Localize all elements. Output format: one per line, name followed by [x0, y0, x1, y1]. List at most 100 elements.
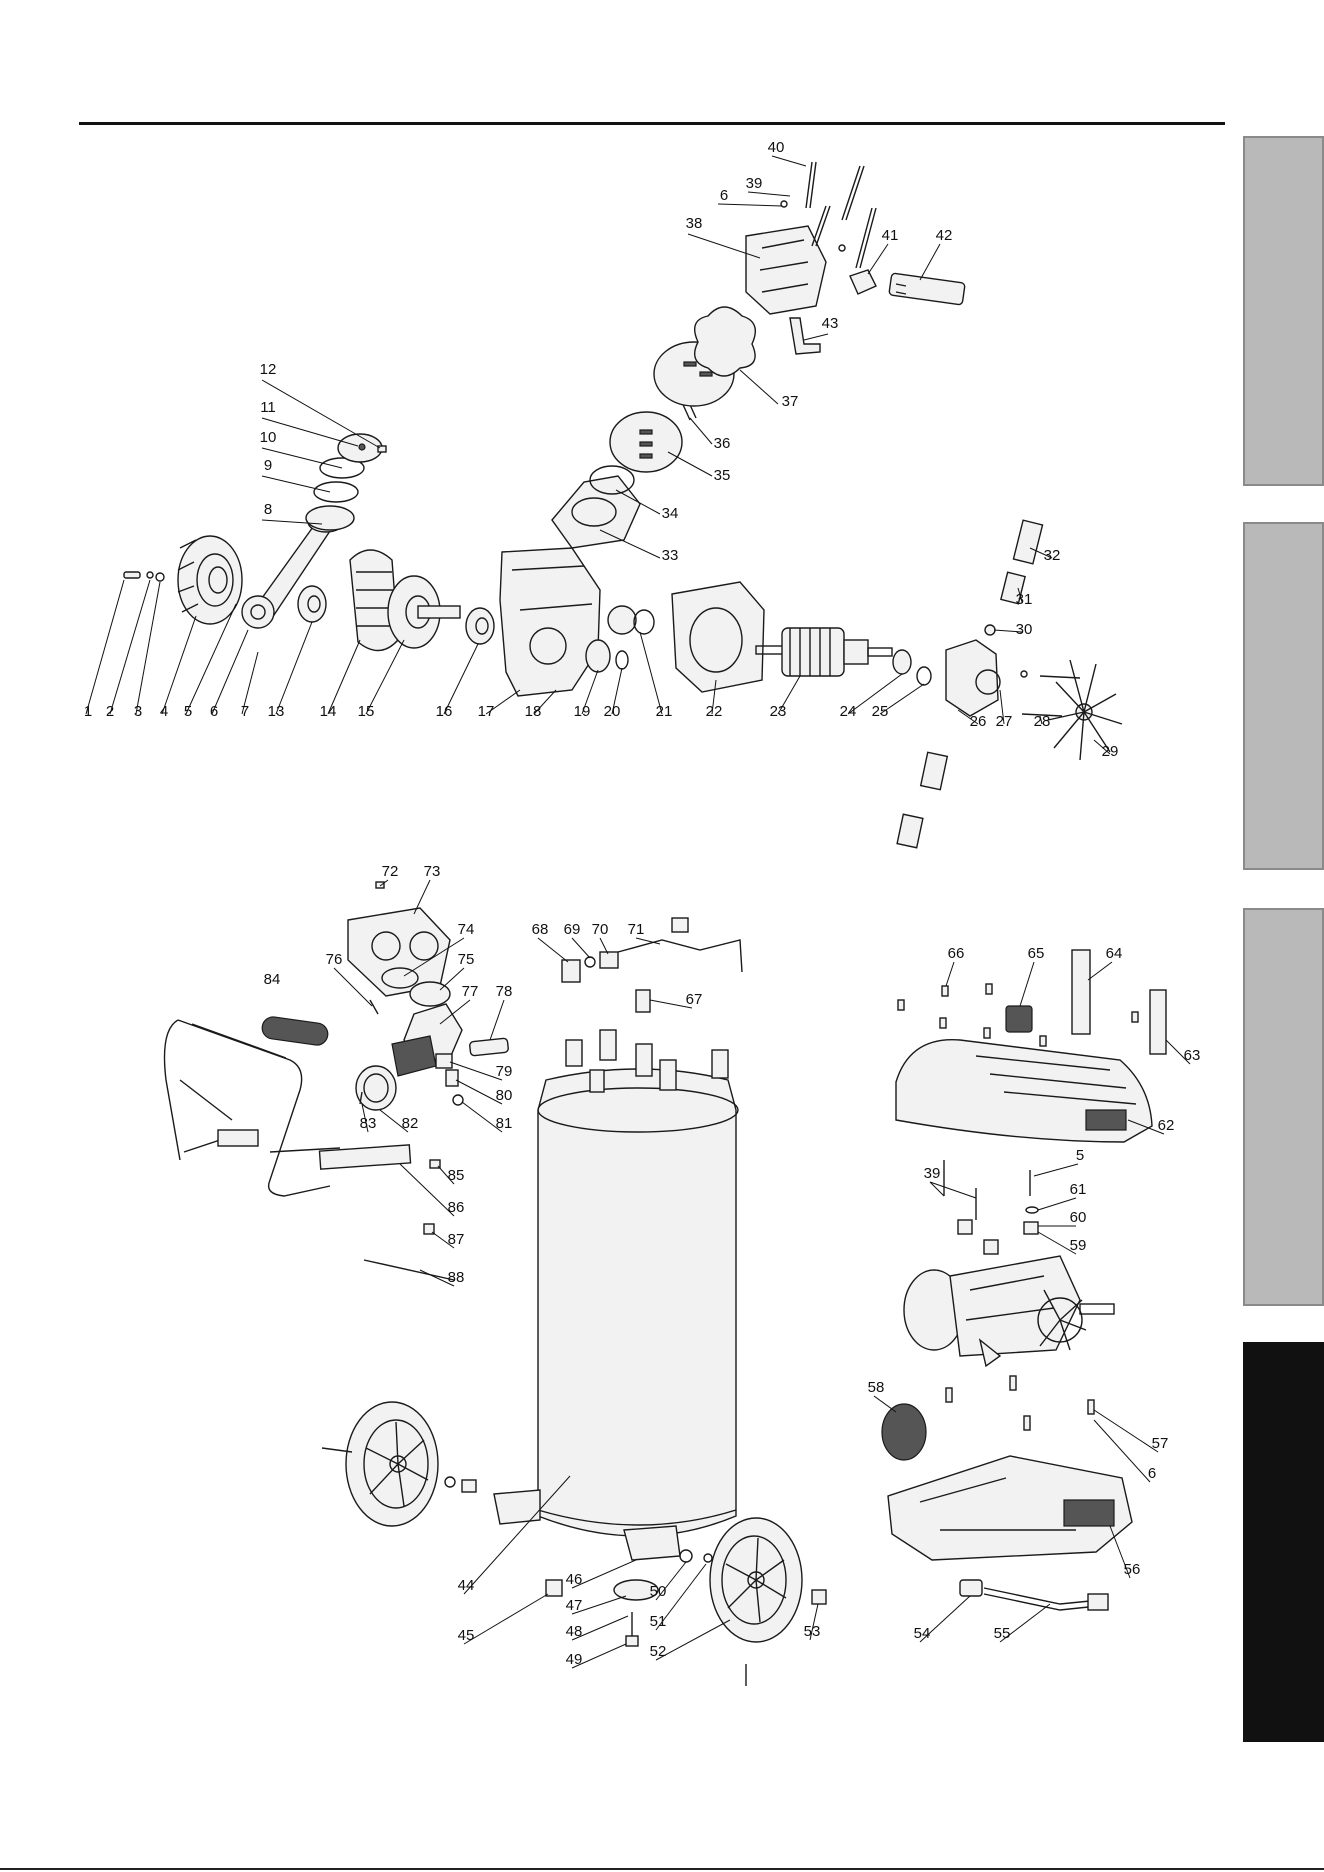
part-label-22: 22 — [706, 703, 723, 720]
pressure-switch-part — [1006, 1006, 1032, 1032]
part-label-50: 50 — [650, 1583, 667, 1600]
bearing-part — [298, 586, 326, 622]
part-label-44: 44 — [458, 1577, 475, 1594]
part-label-31: 31 — [1016, 591, 1033, 608]
footer-rule — [0, 1868, 1324, 1870]
part-label-33: 33 — [662, 547, 679, 564]
part-label-19: 19 — [574, 703, 591, 720]
part-label-76: 76 — [326, 951, 343, 968]
part-label-14: 14 — [320, 703, 337, 720]
stator-part — [672, 582, 764, 692]
part-label-51: 51 — [650, 1613, 667, 1630]
part-label-8: 8 — [264, 501, 272, 518]
part-label-28: 28 — [1034, 713, 1051, 730]
part-label-87: 87 — [448, 1231, 465, 1248]
washer-part — [1026, 1207, 1038, 1213]
crankshaft-pulley-part — [388, 576, 460, 648]
valve-plate-part — [610, 412, 682, 472]
part-label-86: 86 — [448, 1199, 465, 1216]
pump-motor-exploded-view — [124, 162, 1122, 848]
washer-part — [585, 957, 595, 967]
gasket-part — [695, 307, 756, 376]
snap-ring-part — [616, 651, 628, 669]
crankcase-housing-part — [500, 548, 600, 696]
part-label-58: 58 — [868, 1379, 885, 1396]
drain-valve-part — [546, 1580, 562, 1596]
part-label-13: 13 — [268, 703, 285, 720]
elbow-fitting-part — [790, 318, 820, 354]
part-label-43: 43 — [822, 315, 839, 332]
cylinder-part — [552, 476, 640, 548]
part-label-24: 24 — [840, 703, 857, 720]
part-label-3: 3 — [134, 703, 142, 720]
part-label-67: 67 — [686, 991, 703, 1008]
part-label-38: 38 — [686, 215, 703, 232]
part-label-70: 70 — [592, 921, 609, 938]
part-label-85: 85 — [448, 1167, 465, 1184]
spring-washer-part — [917, 667, 931, 685]
washer-part — [1021, 671, 1027, 677]
wheel-left-part — [322, 1402, 438, 1526]
part-label-88: 88 — [448, 1269, 465, 1286]
part-label-39: 39 — [924, 1165, 941, 1182]
part-label-26: 26 — [970, 713, 987, 730]
fitting-part — [436, 1054, 452, 1068]
bolt-part — [124, 572, 140, 578]
part-label-2: 2 — [106, 703, 114, 720]
motor-bearing-part — [608, 606, 654, 634]
part-label-15: 15 — [358, 703, 375, 720]
part-label-84: 84 — [264, 971, 281, 988]
part-label-37: 37 — [782, 393, 799, 410]
part-label-36: 36 — [714, 435, 731, 452]
mounting-bolt-part — [944, 1160, 1030, 1220]
part-label-6: 6 — [1148, 1465, 1156, 1482]
part-label-46: 46 — [566, 1571, 583, 1588]
strain-relief-part — [960, 1580, 982, 1596]
part-label-49: 49 — [566, 1651, 583, 1668]
brush-cover-part — [1013, 520, 1042, 564]
part-label-63: 63 — [1184, 1047, 1201, 1064]
part-label-1: 1 — [84, 703, 92, 720]
part-label-68: 68 — [532, 921, 549, 938]
part-label-25: 25 — [872, 703, 889, 720]
screw-part — [376, 882, 384, 888]
end-bell-part — [946, 640, 1000, 716]
support-bar-part — [1150, 990, 1166, 1054]
washer-part — [147, 572, 153, 578]
part-label-35: 35 — [714, 467, 731, 484]
part-label-52: 52 — [650, 1643, 667, 1660]
bearing-part — [466, 608, 494, 644]
part-label-47: 47 — [566, 1597, 583, 1614]
elbow-fitting-part — [562, 960, 580, 982]
part-label-72: 72 — [382, 863, 399, 880]
part-label-59: 59 — [1070, 1237, 1087, 1254]
part-label-73: 73 — [424, 863, 441, 880]
rotor-part — [756, 628, 892, 676]
nut-fitting-part — [850, 270, 876, 294]
quick-coupler-part — [469, 1038, 508, 1056]
washer-part — [839, 245, 845, 251]
part-label-23: 23 — [770, 703, 787, 720]
tie-strap-part — [364, 1260, 454, 1280]
seal-ring-part — [314, 482, 358, 502]
filter-element-part — [410, 982, 450, 1006]
brush-holder-part — [897, 814, 923, 848]
part-label-83: 83 — [360, 1115, 377, 1132]
bracket-part — [1072, 950, 1090, 1034]
cylinder-cup-part — [306, 506, 354, 530]
part-label-41: 41 — [882, 227, 899, 244]
part-label-5: 5 — [184, 703, 192, 720]
part-label-17: 17 — [478, 703, 495, 720]
part-label-80: 80 — [496, 1087, 513, 1104]
part-label-30: 30 — [1016, 621, 1033, 638]
part-label-78: 78 — [496, 983, 513, 1000]
nut-part — [985, 625, 995, 635]
bearing-part — [586, 640, 610, 672]
washer-part — [156, 573, 164, 581]
motor-assembly-part — [904, 1256, 1114, 1366]
part-label-65: 65 — [1028, 945, 1045, 962]
part-label-62: 62 — [1158, 1117, 1175, 1134]
part-label-6: 6 — [210, 703, 218, 720]
part-label-27: 27 — [996, 713, 1013, 730]
